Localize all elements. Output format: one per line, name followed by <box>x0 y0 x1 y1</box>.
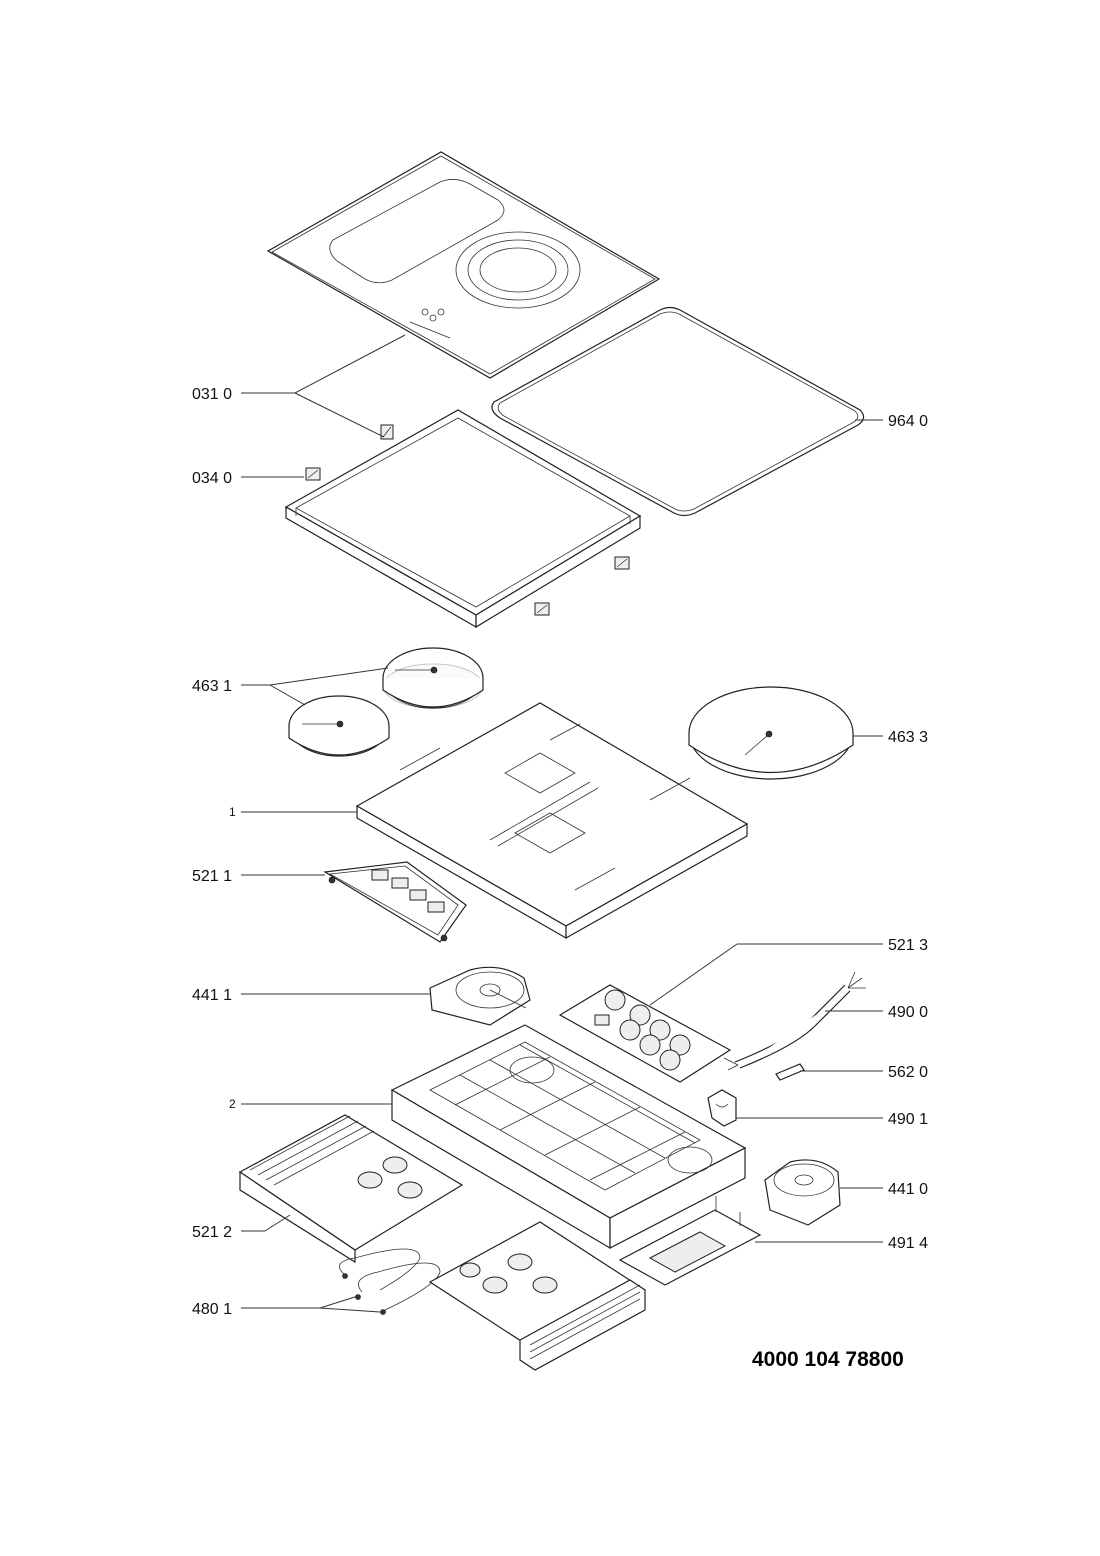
callout-463-3: 463 3 <box>888 729 928 746</box>
callout-034-0: 034 0 <box>192 470 232 487</box>
cable-clamp <box>707 1089 737 1127</box>
frame-clips <box>305 424 630 616</box>
cooling-fan-right <box>764 1159 841 1226</box>
wire-loops <box>338 1248 441 1315</box>
callout-490-0: 490 0 <box>888 1004 928 1021</box>
fuse <box>775 1063 805 1081</box>
induction-coils-small <box>288 647 484 757</box>
callout-490-1: 490 1 <box>888 1111 928 1128</box>
callout-480-1: 480 1 <box>192 1301 232 1318</box>
chassis-plate <box>355 702 749 940</box>
callout-463-1: 463 1 <box>192 678 232 695</box>
callout-964-0: 964 0 <box>888 413 928 430</box>
filter-board <box>618 1196 762 1286</box>
callout-031-0: 031 0 <box>192 386 232 403</box>
callout-562-0: 562 0 <box>888 1064 928 1081</box>
callout-2: 2 <box>229 1097 236 1111</box>
callout-1: 1 <box>229 805 236 819</box>
seal-gasket <box>491 306 865 517</box>
glass-top-plate <box>266 151 661 379</box>
bottom-housing <box>390 1024 747 1250</box>
callout-441-1: 441 1 <box>192 987 232 1004</box>
cooling-fan-left <box>429 966 531 1026</box>
callout-441-0: 441 0 <box>888 1181 928 1198</box>
induction-coil-large <box>688 686 854 780</box>
leader-lines <box>241 334 883 1313</box>
power-module-left <box>238 1114 464 1264</box>
document-number: 4000 104 78800 <box>752 1348 904 1371</box>
power-cable <box>723 971 866 1071</box>
callout-491-4: 491 4 <box>888 1235 928 1252</box>
callout-521-2: 521 2 <box>192 1224 232 1241</box>
power-pcb-right <box>558 984 732 1083</box>
control-pcb <box>323 861 467 943</box>
callout-521-3: 521 3 <box>888 937 928 954</box>
power-module-bottom <box>428 1221 647 1371</box>
frame <box>284 409 642 629</box>
callout-521-1: 521 1 <box>192 868 232 885</box>
